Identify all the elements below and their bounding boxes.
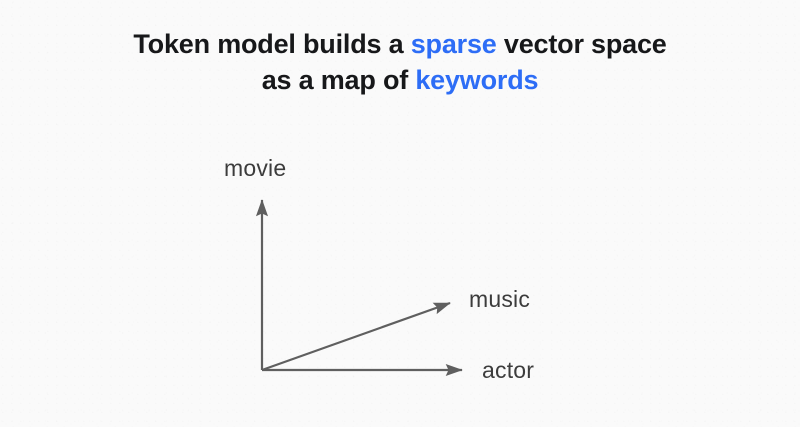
title-line-2-text-part-1: as a map of — [261, 65, 416, 95]
title-line-1-text-part-1: Token model builds a — [133, 29, 411, 59]
title-accent-sparse: sparse — [410, 29, 497, 59]
page-title: Token model builds a sparse vector space… — [0, 26, 800, 98]
axis-label-music: music — [469, 286, 531, 312]
music-axis-arrow — [261, 301, 451, 372]
axis-label-actor: actor — [482, 357, 535, 383]
title-line-2: as a map of keywords — [0, 62, 800, 98]
axis-label-movie: movie — [224, 155, 287, 181]
title-accent-keywords: keywords — [415, 65, 539, 95]
title-line-1: Token model builds a sparse vector space — [0, 26, 800, 62]
title-line-1-text-part-2: vector space — [496, 29, 667, 59]
